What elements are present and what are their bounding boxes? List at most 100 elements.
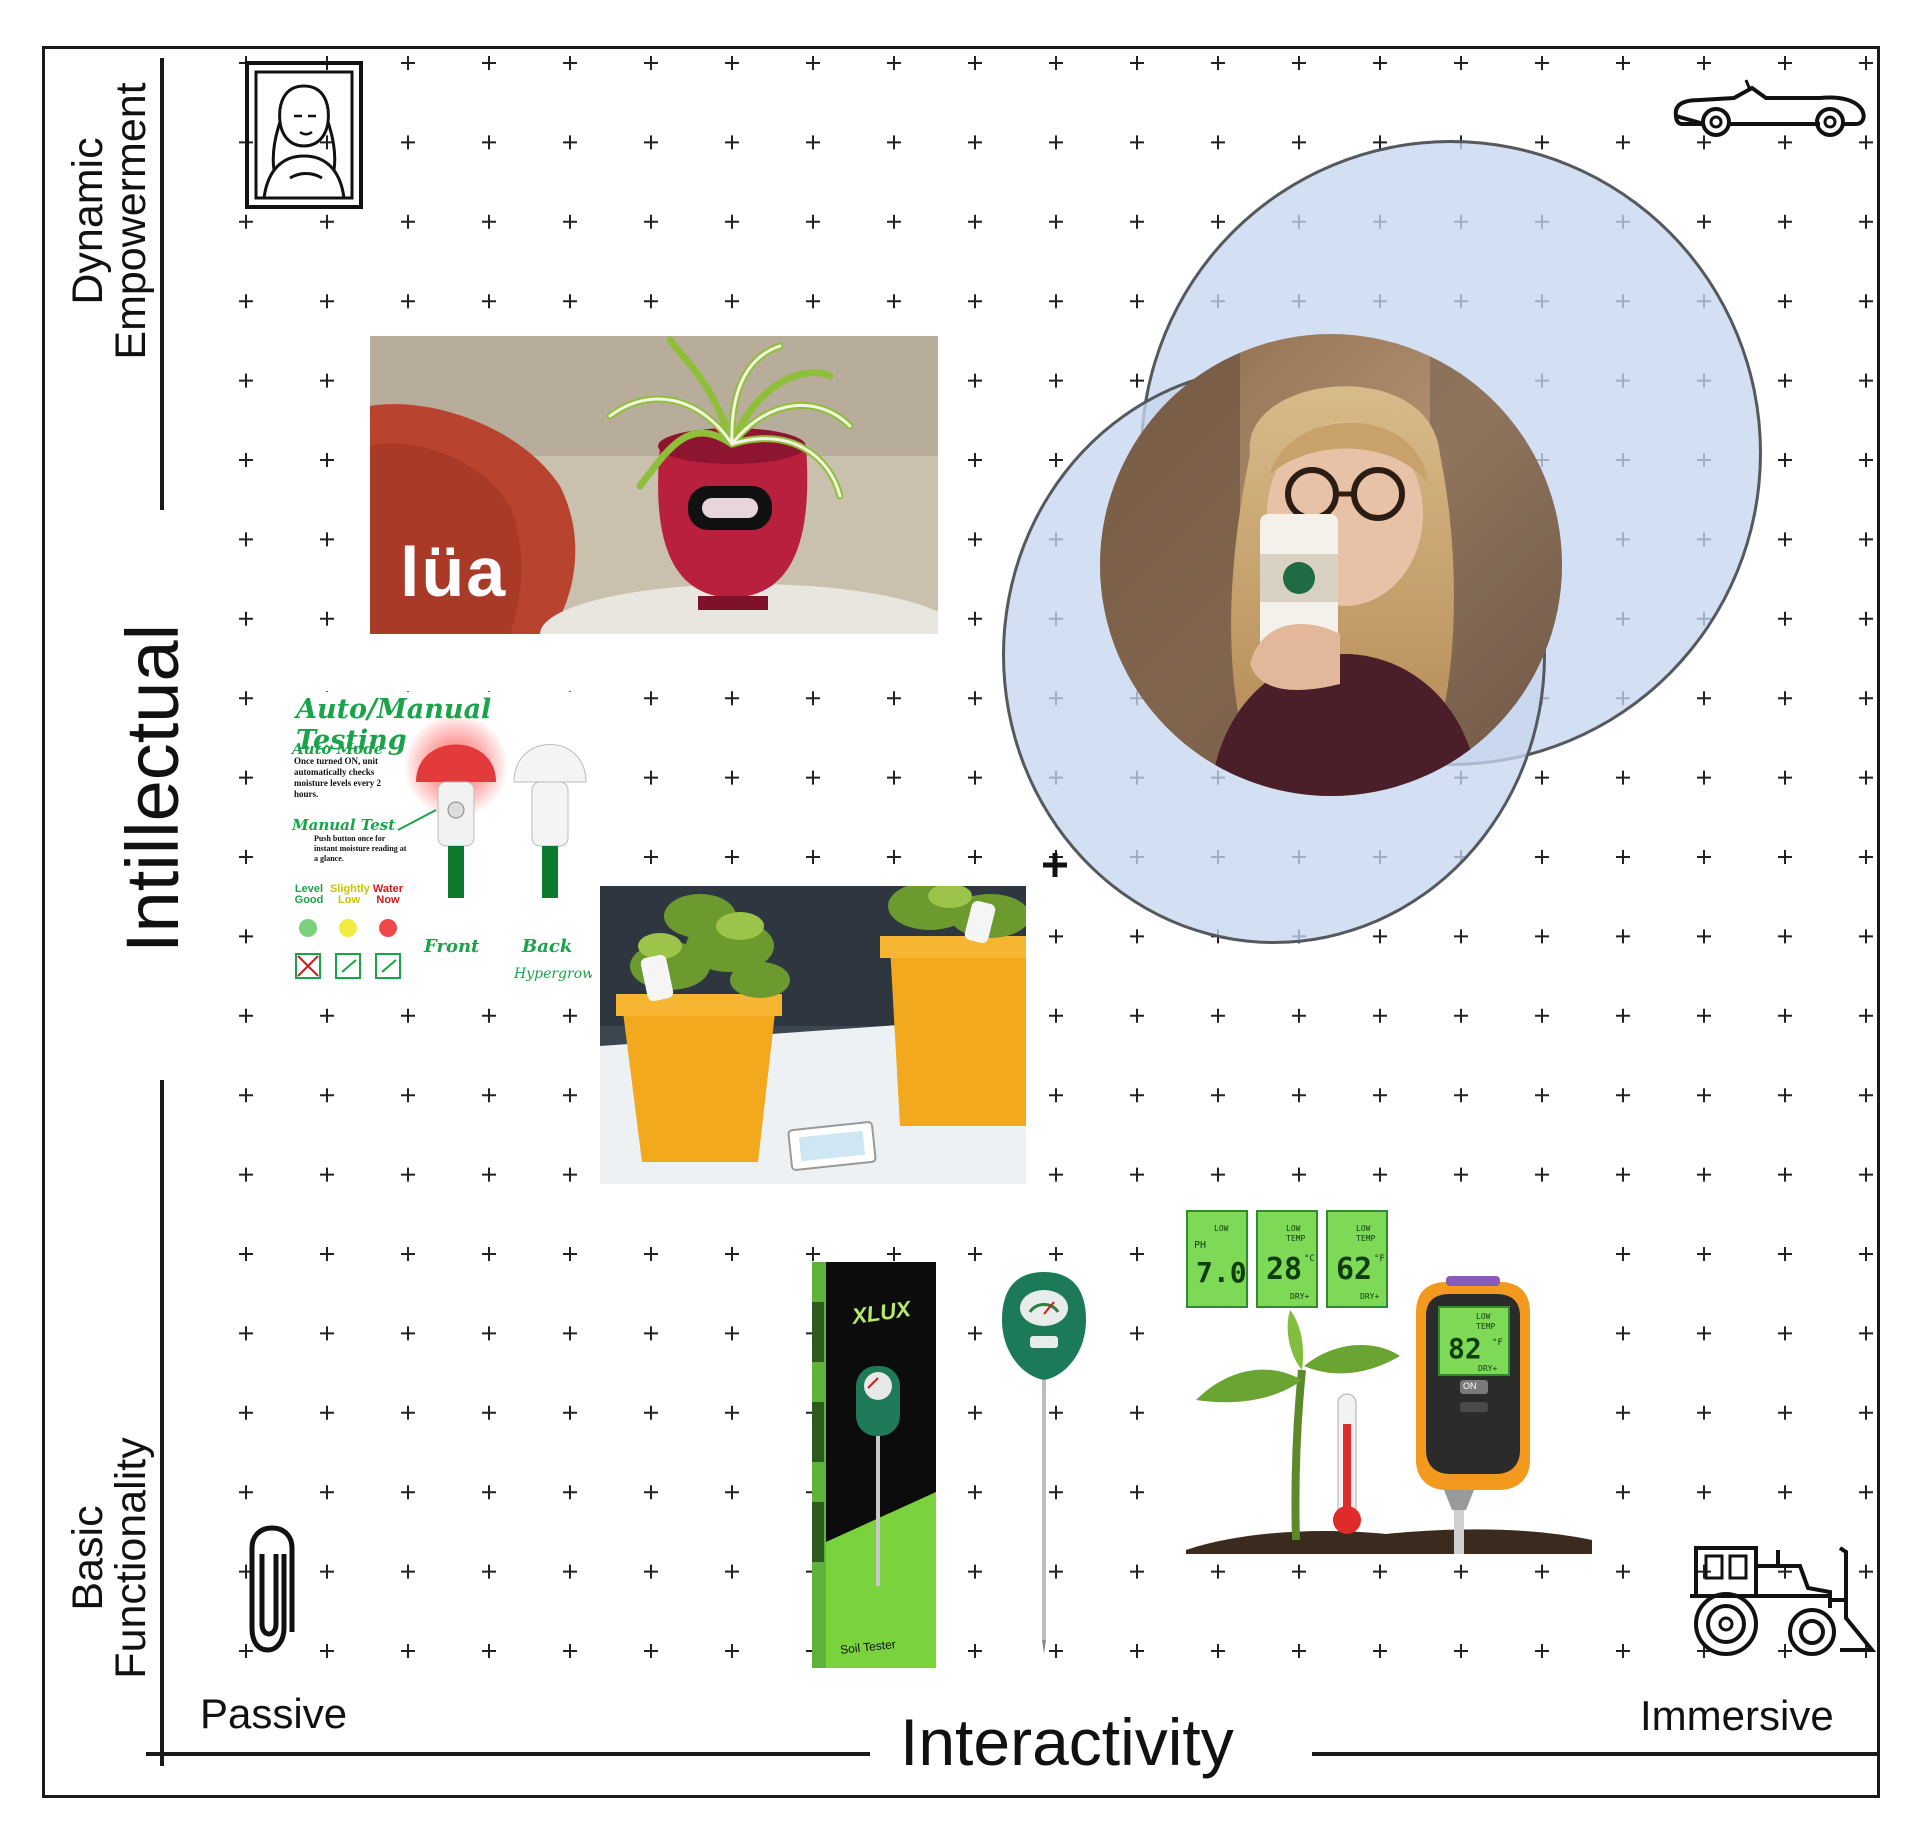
green-soil-meter-probe — [1002, 1272, 1086, 1654]
hypergrow-level-water-now: Water Now — [372, 883, 404, 906]
temp-celsius-lcd-panel: LOW TEMP 28 °C DRY+ — [1256, 1210, 1318, 1308]
grid-plus-mark — [401, 135, 415, 150]
hypergrow-auto-text: Once turned ON, unit automatically check… — [294, 756, 382, 799]
meter-device-low-label: LOW — [1476, 1312, 1491, 1321]
grid-plus-mark — [968, 770, 982, 785]
grid-plus-mark — [1535, 1167, 1549, 1182]
grid-plus-mark — [563, 1167, 577, 1182]
grid-plus-mark — [1616, 850, 1630, 864]
x-axis-line-right — [1312, 1752, 1880, 1756]
grid-plus-mark — [239, 770, 253, 785]
grid-plus-mark — [401, 294, 415, 309]
ph-low-label: LOW — [1214, 1224, 1229, 1233]
grid-plus-mark — [1292, 1008, 1306, 1023]
grid-plus-mark — [482, 1008, 496, 1023]
grid-plus-mark — [1049, 56, 1063, 70]
plant-sensors-yellow-pots-photo — [600, 886, 1026, 1184]
grid-plus-mark — [1778, 850, 1792, 864]
grid-plus-mark — [1373, 1088, 1387, 1103]
grid-plus-mark — [1697, 850, 1711, 864]
grid-plus-mark — [725, 294, 739, 309]
grid-plus-mark — [968, 691, 982, 706]
grid-plus-mark — [482, 1326, 496, 1341]
grid-plus-mark — [1778, 770, 1792, 785]
grid-plus-mark — [1778, 929, 1792, 944]
grid-plus-mark — [239, 1326, 253, 1341]
x-max-label: Immersive — [1640, 1692, 1834, 1739]
y-bottom-label-line1: Basic — [64, 1505, 112, 1611]
grid-plus-mark — [1697, 691, 1711, 706]
grid-plus-mark — [239, 611, 253, 626]
grid-plus-mark — [1697, 135, 1711, 150]
grid-plus-mark — [1697, 1247, 1711, 1261]
grid-plus-mark — [1859, 135, 1873, 150]
grid-plus-mark — [1778, 611, 1792, 626]
grid-plus-mark — [1292, 1564, 1306, 1579]
grid-plus-mark — [887, 850, 901, 864]
meter-device-dry-label: DRY+ — [1478, 1364, 1498, 1373]
grid-plus-mark — [806, 56, 820, 70]
four-in-one-soil-meter-graphic: LOW PH 7.0 LOW TEMP 28 °C DRY+ LOW TEMP … — [1186, 1210, 1592, 1554]
grid-plus-mark — [1616, 1247, 1630, 1261]
x-min-label: Passive — [200, 1690, 348, 1737]
grid-plus-mark — [968, 1405, 982, 1420]
grid-plus-mark — [968, 532, 982, 547]
grid-plus-mark — [482, 1167, 496, 1182]
grid-plus-mark — [1859, 1485, 1873, 1500]
ph-label: PH — [1194, 1240, 1207, 1251]
grid-plus-mark — [1211, 1088, 1225, 1103]
grid-plus-mark — [1292, 1167, 1306, 1182]
grid-plus-mark — [806, 691, 820, 706]
grid-plus-mark — [1130, 56, 1144, 70]
y-axis-line-top — [160, 58, 164, 510]
grid-plus-mark — [1535, 929, 1549, 944]
grid-plus-mark — [1535, 850, 1549, 864]
grid-plus-mark — [1049, 1008, 1063, 1023]
grid-plus-mark — [1130, 1485, 1144, 1500]
grid-plus-mark — [1697, 929, 1711, 944]
grid-plus-mark — [1049, 1088, 1063, 1103]
grid-plus-mark — [725, 1644, 739, 1658]
grid-plus-mark — [401, 1485, 415, 1500]
lua-brand-logo: lüa — [400, 533, 508, 611]
grid-plus-mark — [968, 56, 982, 70]
hypergrow-manual-text: Push button once for instant moisture re… — [314, 834, 407, 863]
grid-plus-mark — [644, 1326, 658, 1341]
hypergrow-title: Auto/Manual Testing — [296, 694, 492, 756]
grid-plus-mark — [239, 532, 253, 547]
grid-plus-mark — [1130, 929, 1144, 944]
temp-f-low-label: LOW — [1356, 1224, 1371, 1233]
grid-plus-mark — [1292, 135, 1306, 150]
grid-plus-mark — [239, 850, 253, 864]
grid-plus-mark — [968, 373, 982, 388]
grid-plus-mark — [1778, 1485, 1792, 1500]
grid-plus-mark — [482, 56, 496, 70]
grid-plus-mark — [320, 611, 334, 626]
meter-device-value: 82 — [1448, 1332, 1482, 1365]
ph-lcd-panel: LOW PH 7.0 — [1186, 1210, 1248, 1308]
hypergrow-moisture-meter-infographic: Auto/Manual Testing Auto Mode Once turne… — [286, 692, 592, 998]
grid-plus-mark — [563, 1405, 577, 1420]
grid-plus-mark — [1859, 1564, 1873, 1579]
grid-plus-mark — [1373, 1564, 1387, 1579]
grid-plus-mark — [239, 1088, 253, 1103]
grid-plus-mark — [1697, 1405, 1711, 1420]
meter-device-temp-label: TEMP — [1476, 1322, 1496, 1331]
grid-plus-mark — [1697, 1485, 1711, 1500]
grid-plus-mark — [1049, 373, 1063, 388]
grid-plus-mark — [887, 770, 901, 785]
grid-plus-mark — [1292, 1088, 1306, 1103]
grid-plus-mark — [1454, 1008, 1468, 1023]
grid-plus-mark — [968, 1247, 982, 1261]
grid-plus-mark — [482, 1644, 496, 1658]
grid-plus-mark — [320, 1564, 334, 1579]
grid-plus-mark — [1859, 294, 1873, 309]
grid-plus-mark — [1049, 1564, 1063, 1579]
grid-plus-mark — [320, 453, 334, 467]
grid-plus-mark — [1454, 56, 1468, 70]
grid-plus-mark — [1778, 532, 1792, 547]
grid-plus-mark — [725, 691, 739, 706]
temp-f-dry-label: DRY+ — [1360, 1292, 1380, 1301]
grid-plus-mark — [1859, 770, 1873, 785]
grid-plus-mark — [806, 1247, 820, 1261]
